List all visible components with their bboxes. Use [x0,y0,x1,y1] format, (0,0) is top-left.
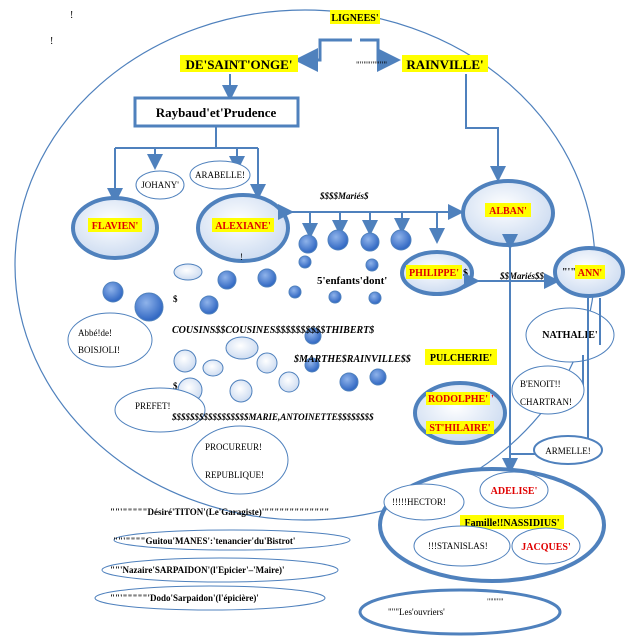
stanislas-node [413,525,511,567]
abbe-node [67,312,153,368]
rodolphe-suffix: ' [491,394,494,405]
philippe-label: PHILIPPE' [409,268,459,279]
benoit-line-1: B'ENOIT!! [520,379,561,389]
villager-titon: ""'"""""Désiré'TITON'(Le'Garagiste)'""""… [110,507,329,517]
rodolphe-label: RODOLPHE' [428,394,488,405]
benoit-line-2: CHARTRAN! [520,397,572,407]
child-ball [298,234,318,254]
armelle-node [533,435,603,465]
pulcherie-highlight [425,349,497,365]
alexiane-highlight [212,218,274,232]
alban-highlight [485,203,531,217]
benoit-node [511,365,585,415]
alexiane-label: ALEXIANE' [215,221,271,232]
villager-manes-oval [113,529,351,551]
ouvriers-node [358,588,562,636]
child-ball [390,229,412,251]
couple-box [133,96,300,128]
rodolphe-highlight [426,392,490,405]
villager-dodo-oval [94,585,326,611]
abbe-line-1: Abbé!de! [78,328,112,338]
villager-manes: ""'""""Guitou'MANES':'tenancier'du'Bistr… [113,536,295,546]
philippe-highlight [406,265,462,279]
ouvriers-suffix: """"" [487,597,503,606]
abbe-line-2: BOISJOLI! [78,345,120,355]
lineage-right-highlight [402,55,488,72]
jacques-label: JACQUES' [521,542,571,553]
cousin-balls [102,255,387,403]
adelise-label: ADELISE' [491,486,538,497]
lineage-left-highlight [180,55,298,72]
five-children-label: 5'enfants'dont' [317,275,387,287]
prefet-node [114,387,206,433]
adelise-node [479,471,549,509]
marriage-connector [278,204,464,244]
margin-mark: ! [50,36,53,47]
lineage-right-prefix: """""'""" [356,60,387,70]
johany-node [135,170,185,200]
alban-label: ALBAN' [489,206,527,217]
child-ball [360,232,380,252]
famille-highlight [460,515,564,529]
famille-label: Famille!!NASSIDIUS' [464,518,559,529]
ann-label: ANN' [578,268,603,279]
exclamation: ! [240,252,243,262]
hector-node [383,483,465,521]
marie-label: $$$$$$$$$$$$$$$$$MARIE,ANTOINETTE$$$$$$$… [171,412,374,422]
stanislas-label: !!!STANISLAS! [428,541,488,551]
philippe-suffix: $ [463,268,468,279]
maries-label-2: $$Mariés$$ [499,271,545,281]
child-ball [327,229,349,251]
villager-sarpaidon-oval [101,557,339,583]
dollar-mark: $ [173,294,178,304]
margin-mark: ! [70,10,73,21]
cousins-label: COUSINS$$COUSINES$$$$$$$$$$THIBERT$ [172,325,374,336]
arabelle-node [189,160,251,190]
pulcherie-label: PULCHERIE' [430,353,492,364]
ouvriers-label: """Les'ouvriers' [388,607,445,617]
johany-label: JOHANY' [141,180,179,190]
lineage-connectors [222,74,506,182]
st-hilaire-highlight [426,421,494,434]
villager-dodo: ""'"""""'Dodo'Sarpaidon'(l'épicière)' [110,593,259,603]
marthe-label: $MARTHE$RAINVILLE$$ [293,354,411,365]
arabelle-label: ARABELLE! [195,170,245,180]
five-children-nodes [298,229,412,254]
ann-highlight [575,265,605,279]
couple-label: Raybaud'et'Prudence [156,105,277,120]
header-connectors [294,38,401,72]
hector-label: !!!!!HECTOR! [392,497,446,507]
flavien-label: FLAVIEN' [92,221,139,232]
dollar-mark: $ [173,381,178,391]
maries-label-1: $$$$Mariés$ [319,191,369,201]
nathalie-label: NATHALIE' [542,330,598,341]
villager-sarpaidon: ""'Nazaire'SARPAIDON'(l'Epicier'–'Maire)… [110,565,284,575]
jacques-node [511,527,581,565]
title-highlight [330,10,380,24]
prefet-label: PREFET! [135,401,171,411]
nathalie-node [525,307,615,363]
procureur-node [191,425,289,495]
lineage-right: RAINVILLE' [406,57,483,72]
lineage-left: DE'SAINT'ONGE' [186,57,293,72]
flavien-highlight [88,218,142,232]
procureur-label: PROCUREUR! [205,442,262,452]
st-hilaire-label: ST'HILAIRE' [429,423,490,434]
ann-prefix: "'" [562,267,576,278]
republique-label: REPUBLIQUE! [205,470,264,480]
armelle-label: ARMELLE! [545,446,591,456]
title: LIGNEES' [331,13,378,24]
